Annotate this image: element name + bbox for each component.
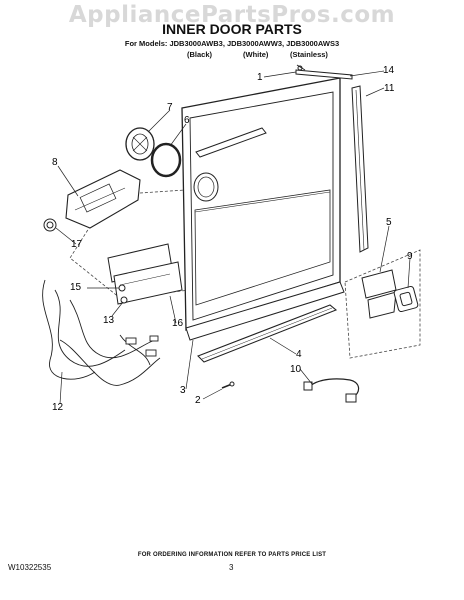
power-cord bbox=[303, 378, 360, 403]
variant-black: (Black) bbox=[187, 50, 213, 59]
upper-spray-bar bbox=[195, 127, 267, 158]
variant-white: (White) bbox=[243, 50, 269, 59]
part-15-fastener bbox=[118, 284, 126, 292]
callout-16: 16 bbox=[172, 318, 184, 329]
top-trim-strip bbox=[295, 64, 353, 80]
model-list: For Models: JDB3000AWB3, JDB3000AWW3, JD… bbox=[124, 39, 340, 48]
watermark: AppliancePartsPros.com bbox=[68, 2, 396, 28]
screw-2 bbox=[221, 381, 235, 389]
callout-1: 1 bbox=[257, 72, 263, 83]
door-latch bbox=[361, 269, 397, 319]
document-number: W10322535 bbox=[8, 563, 52, 572]
dispenser-gasket bbox=[150, 142, 182, 178]
callout-10: 10 bbox=[290, 364, 302, 375]
callout-12: 12 bbox=[52, 402, 64, 413]
callout-8: 8 bbox=[52, 157, 58, 168]
side-gasket bbox=[351, 85, 369, 253]
callout-11: 11 bbox=[384, 83, 395, 94]
callout-2: 2 bbox=[195, 395, 201, 406]
wire-harness bbox=[42, 279, 161, 386]
callout-14: 14 bbox=[383, 65, 395, 76]
leader-lines bbox=[55, 70, 411, 405]
callout-4: 4 bbox=[296, 349, 302, 360]
callout-7: 7 bbox=[167, 102, 173, 113]
page-title: INNER DOOR PARTS bbox=[162, 21, 302, 37]
part-13-fastener bbox=[120, 296, 128, 304]
callout-17: 17 bbox=[71, 239, 83, 250]
page-number: 3 bbox=[229, 563, 234, 572]
callout-5: 5 bbox=[386, 217, 392, 228]
callout-3: 3 bbox=[180, 385, 186, 396]
callout-15: 15 bbox=[70, 282, 82, 293]
dispenser-assembly bbox=[43, 169, 141, 232]
inner-door-panel bbox=[181, 77, 345, 341]
latch-trim bbox=[393, 285, 419, 313]
callout-9: 9 bbox=[407, 251, 413, 262]
control-panel-boards bbox=[107, 243, 183, 305]
dispenser-cover bbox=[125, 127, 155, 161]
callout-6: 6 bbox=[184, 115, 190, 126]
bottom-trim bbox=[197, 304, 338, 363]
variant-stainless: (Stainless) bbox=[290, 50, 328, 59]
ordering-note: FOR ORDERING INFORMATION REFER TO PARTS … bbox=[137, 552, 327, 558]
callout-13: 13 bbox=[103, 315, 115, 326]
